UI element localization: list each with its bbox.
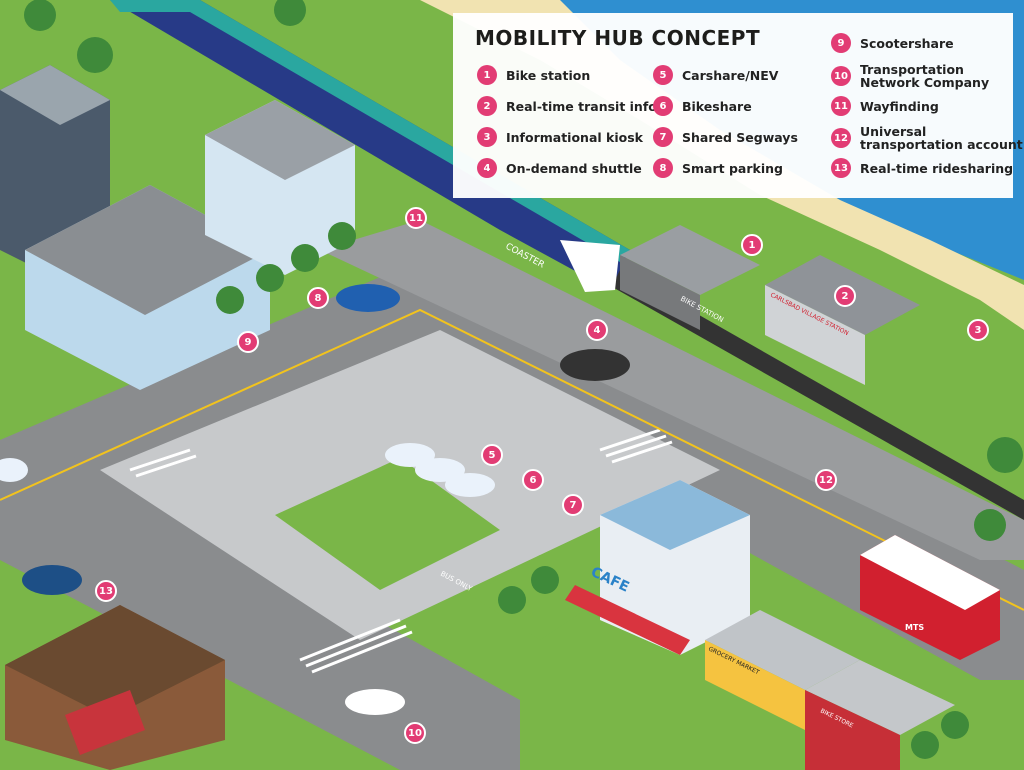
- legend-number-badge: 5: [653, 65, 673, 85]
- legend-number-badge: 4: [477, 158, 497, 178]
- map-marker-badge: 6: [522, 469, 544, 491]
- legend-label: Real-time ridesharing: [860, 160, 1014, 176]
- bike-shop: [805, 660, 955, 770]
- railway-track: [600, 270, 1024, 520]
- legend-number-badge: 9: [831, 33, 851, 53]
- map-marker-badge: 12: [815, 469, 837, 491]
- legend-label: Informational kiosk: [506, 129, 643, 145]
- legend-label: Bikeshare: [682, 98, 752, 114]
- grocery-market: [705, 610, 860, 730]
- legend-item: 8 Smart parking: [653, 158, 783, 178]
- legend-item: 4 On-demand shuttle: [477, 158, 642, 178]
- legend-label: Bike station: [506, 67, 591, 83]
- legend-label: Wayfinding: [860, 98, 939, 114]
- legend-number-badge: 2: [477, 96, 497, 116]
- legend-number-badge: 6: [653, 96, 673, 116]
- upper-office: [205, 100, 355, 275]
- brick-building: [5, 605, 225, 770]
- map-marker-badge: 10: [404, 722, 426, 744]
- map-marker-badge: 9: [237, 331, 259, 353]
- map-marker-badge: 3: [967, 319, 989, 341]
- transit-station: [765, 255, 920, 385]
- map-marker-badge: 8: [307, 287, 329, 309]
- legend-item: 9 Scootershare: [831, 33, 954, 53]
- legend-number-badge: 10: [831, 66, 851, 86]
- coaster-train: [110, 0, 630, 292]
- legend-label: Scootershare: [860, 35, 954, 51]
- vehicles: [0, 284, 630, 715]
- upper-road: [320, 220, 1024, 560]
- legend-item: 2 Real-time transit info: [477, 96, 657, 116]
- legend-item: 6 Bikeshare: [653, 96, 752, 116]
- legend-number-badge: 3: [477, 127, 497, 147]
- legend-label: Smart parking: [682, 160, 783, 176]
- main-road-lower: [0, 260, 1024, 680]
- map-marker-badge: 5: [481, 444, 503, 466]
- legend-label: On-demand shuttle: [506, 160, 642, 176]
- legend-number-badge: 12: [831, 128, 851, 148]
- legend-item: 11 Wayfinding: [831, 96, 939, 116]
- map-marker-badge: 1: [741, 234, 763, 256]
- map-marker-badge: 4: [586, 319, 608, 341]
- trees: [24, 0, 1023, 759]
- legend-label: Carshare/NEV: [682, 67, 779, 83]
- legend-label: Real-time transit info: [506, 98, 657, 114]
- legend-item: 7 Shared Segways: [653, 127, 798, 147]
- crosswalk: [129, 428, 673, 674]
- legend-item: 13 Real-time ridesharing: [831, 158, 1013, 178]
- cafe-building: [565, 480, 750, 655]
- legend-number-badge: 1: [477, 65, 497, 85]
- legend-title: MOBILITY HUB CONCEPT: [475, 26, 761, 50]
- legend-item: 1 Bike station: [477, 65, 590, 85]
- road-centerline: [0, 308, 1024, 611]
- legend-item: 5 Carshare/NEV: [653, 65, 778, 85]
- map-marker-badge: 7: [562, 494, 584, 516]
- bus-label: MTS: [905, 623, 924, 632]
- legend-item: 3 Informational kiosk: [477, 127, 643, 147]
- mts-bus: [860, 535, 1000, 660]
- map-marker-badge: 11: [405, 207, 427, 229]
- legend-number-badge: 11: [831, 96, 851, 116]
- park-lawn-2: [470, 555, 600, 640]
- legend-number-badge: 7: [653, 127, 673, 147]
- bike-station-shelter: [620, 225, 760, 330]
- legend-number-badge: 8: [653, 158, 673, 178]
- map-marker-badge: 13: [95, 580, 117, 602]
- legend-number-badge: 13: [831, 158, 851, 178]
- park-lawn: [275, 458, 500, 590]
- legend-label: Shared Segways: [682, 129, 798, 145]
- map-marker-badge: 2: [834, 285, 856, 307]
